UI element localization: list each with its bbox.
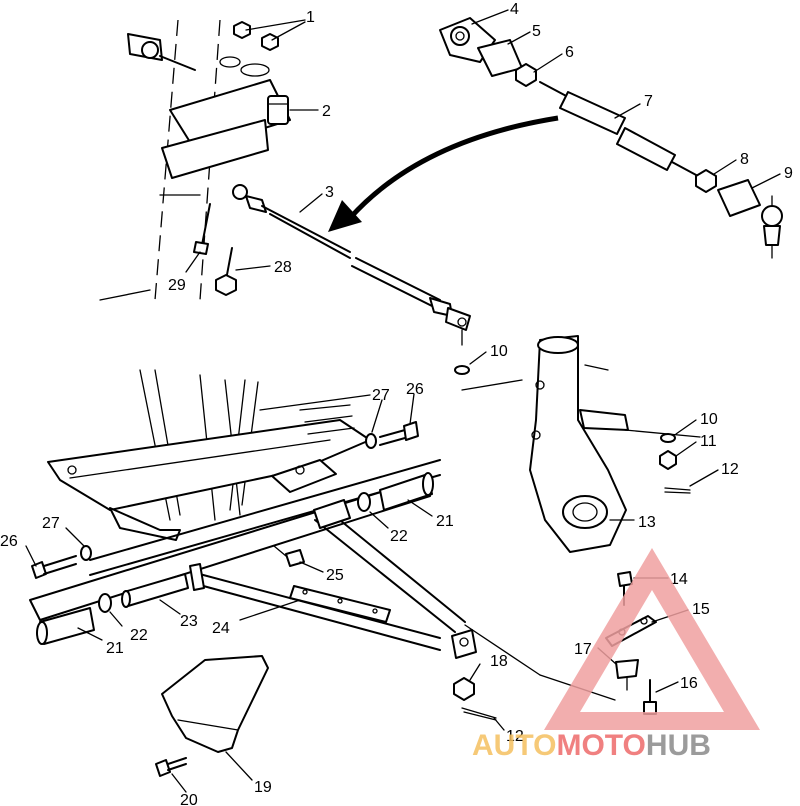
callout-27-left: 27 — [42, 515, 60, 532]
part-21-bushing-right — [379, 472, 434, 511]
callout-16: 16 — [680, 675, 698, 692]
callout-12-right: 12 — [721, 461, 739, 478]
callout-7: 7 — [644, 93, 653, 110]
leader-lines — [25, 9, 781, 793]
part-7-adjuster-sleeve — [539, 81, 699, 177]
part-13-steering-knuckle — [529, 335, 701, 553]
callout-24: 24 — [212, 620, 230, 637]
watermark-hub-text: HUB — [646, 729, 711, 762]
part-11-castle-nut — [659, 450, 677, 470]
watermark-auto-text: AUTO — [472, 729, 556, 762]
part-19-skid-plate — [161, 655, 269, 753]
part-22-washer-left — [98, 593, 112, 613]
part-28-bolt — [215, 247, 237, 296]
vehicle-frame — [47, 369, 371, 541]
callout-10-right: 10 — [700, 411, 718, 428]
callout-15: 15 — [692, 601, 710, 618]
part-27-washer-right — [365, 433, 377, 449]
part-10-washer-right — [660, 433, 676, 443]
watermark-moto-text: MOTO — [556, 729, 645, 762]
callout-27-right: 27 — [372, 387, 390, 404]
callout-20: 20 — [180, 792, 198, 806]
part-22-washer-right — [357, 492, 371, 512]
part-18-castle-nut — [453, 677, 475, 701]
left-tie-rod-end — [127, 33, 196, 71]
callout-26-right: 26 — [406, 381, 424, 398]
part-10-washer-upper — [454, 365, 470, 375]
callout-21-left: 21 — [106, 640, 124, 657]
callout-21-right: 21 — [436, 513, 454, 530]
callout-12-bottom: 12 — [506, 728, 524, 745]
assembly-direction-arrow — [328, 115, 559, 232]
callout-2: 2 — [322, 103, 331, 120]
callout-6: 6 — [565, 44, 574, 61]
part-27-washer-left — [80, 545, 92, 561]
callout-17: 17 — [574, 641, 592, 658]
callout-29: 29 — [168, 277, 186, 294]
part-17-ball-joint — [615, 659, 639, 691]
svg-text:AUTOMOTOHUB: AUTOMOTOHUB — [472, 729, 711, 762]
part-21-bushing-left — [36, 607, 95, 645]
part-9-tie-rod-end — [717, 179, 783, 259]
callout-25: 25 — [326, 567, 344, 584]
part-8-jam-nut — [695, 169, 717, 193]
part-29-bolt — [193, 203, 211, 255]
part-26-bolt-right — [379, 421, 419, 446]
part-12-cotter-pin-bottom — [461, 707, 497, 721]
watermark-triangle-icon — [544, 548, 760, 730]
callout-26-left: 26 — [0, 533, 18, 550]
part-2-steering-arm-bracket — [267, 95, 289, 125]
part-3-tie-rod — [232, 184, 471, 346]
steering-post — [99, 19, 291, 301]
callout-11: 11 — [700, 433, 717, 450]
callout-18: 18 — [490, 653, 508, 670]
callout-23: 23 — [180, 613, 198, 630]
callout-9: 9 — [784, 165, 793, 182]
part-1-nuts — [233, 21, 279, 51]
callout-28: 28 — [274, 259, 292, 276]
part-20-bolt — [155, 757, 187, 777]
part-6-jam-nut — [515, 63, 537, 87]
callout-5: 5 — [532, 23, 541, 40]
callout-14: 14 — [670, 571, 688, 588]
callout-4: 4 — [510, 1, 519, 18]
part-26-bolt-left — [31, 555, 77, 579]
part-12-cotter-pin-right — [664, 487, 691, 494]
part-25-grease-fitting — [273, 545, 305, 567]
part-16-bolt — [643, 679, 657, 715]
part-23-pivot-tube — [121, 573, 189, 608]
callout-10-upper: 10 — [490, 343, 508, 360]
callout-3: 3 — [325, 184, 334, 201]
callout-22-right: 22 — [390, 528, 408, 545]
callout-19: 19 — [254, 779, 272, 796]
callout-1: 1 — [306, 9, 315, 26]
part-24-gusset-plate — [289, 585, 391, 623]
watermark-logo: AUTOMOTOHUB — [472, 548, 760, 762]
lower-a-arm — [29, 479, 466, 651]
callout-22-left: 22 — [130, 627, 148, 644]
callout-8: 8 — [740, 151, 749, 168]
callout-13: 13 — [638, 514, 656, 531]
